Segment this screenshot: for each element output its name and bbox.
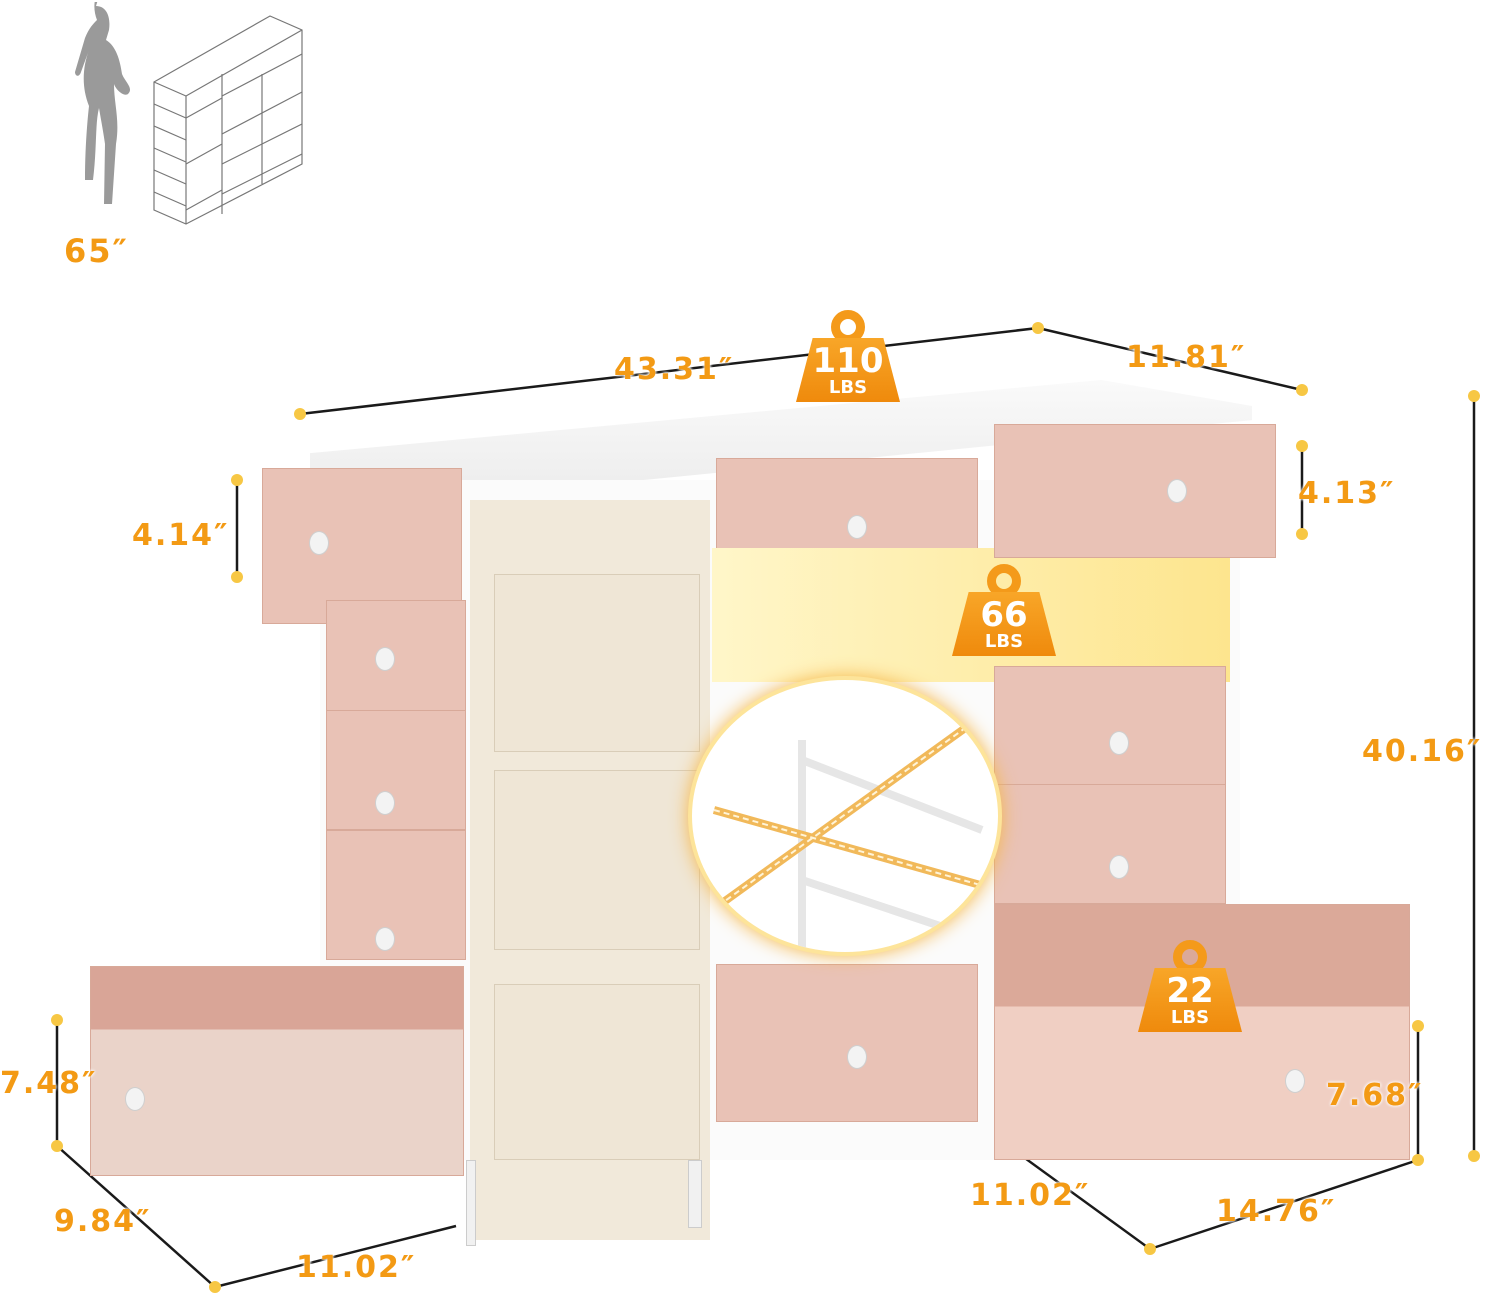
depth-label: 11.81″ [1126, 340, 1247, 375]
large-drawer-height-label: 7.68″ [1326, 1078, 1424, 1113]
crossbar-detail-magnifier [688, 676, 1002, 956]
drawer-top-right-open[interactable] [994, 424, 1276, 558]
drawer-left-3[interactable] [326, 710, 466, 830]
drawer-right-1[interactable] [994, 666, 1226, 786]
drawer-top-left-open[interactable] [262, 468, 462, 624]
top-left-drawer-height-label: 4.14″ [132, 518, 230, 553]
side-pouch-3[interactable] [494, 984, 700, 1160]
side-pouch-2[interactable] [494, 770, 700, 950]
large-drawer-depth-label: 11.02″ [970, 1178, 1091, 1213]
height-label: 40.16″ [1362, 734, 1483, 769]
small-drawer-width-label: 11.02″ [296, 1250, 417, 1285]
large-drawer-width-label: 14.76″ [1216, 1194, 1337, 1229]
dresser-outline-icon [152, 14, 308, 226]
width-label: 43.31″ [614, 352, 735, 387]
small-drawer-height-label: 7.48″ [0, 1066, 98, 1101]
person-height-label: 65″ [64, 232, 129, 270]
leg-front-left [466, 1160, 476, 1246]
side-pouch-1[interactable] [494, 574, 700, 752]
drawer-left-bottom-open[interactable] [90, 966, 464, 1176]
drawer-right-2[interactable] [994, 784, 1226, 904]
leg-front-middle [688, 1160, 702, 1228]
drawer-middle-bottom[interactable] [716, 964, 978, 1122]
small-drawer-depth-label: 9.84″ [54, 1204, 152, 1239]
drawer-left-4[interactable] [326, 830, 466, 960]
drawer-left-2[interactable] [326, 600, 466, 712]
person-silhouette-icon [58, 0, 138, 224]
top-right-drawer-height-label: 4.13″ [1298, 476, 1396, 511]
